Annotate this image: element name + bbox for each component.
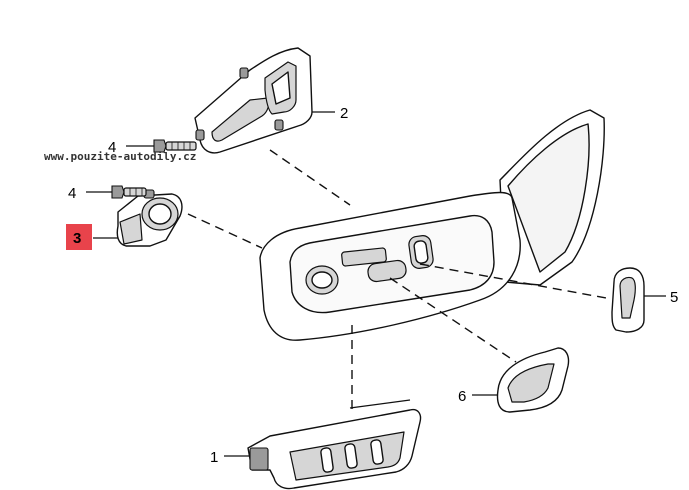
callout-5: 5: [670, 289, 678, 306]
watermark-text: www.pouzite-autodily.cz: [44, 150, 196, 163]
callout-3-highlight: [66, 224, 92, 250]
callout-4-lower: 4: [68, 185, 76, 202]
part-3-switch-housing: [116, 189, 183, 247]
part-6-rocker-cap: [496, 347, 570, 413]
callout-2: 2: [340, 105, 348, 122]
part-1-switch-block: [247, 399, 422, 490]
callout-4-upper: 4: [108, 139, 116, 156]
part-4-screw-lower: [86, 185, 147, 199]
callout-leaders: [93, 111, 666, 457]
seat-side-panel: [259, 109, 605, 341]
callout-1: 1: [210, 449, 218, 466]
assembly-lines: [187, 149, 607, 415]
callout-labels: 2 4 4 3 5 6 1: [66, 105, 678, 466]
callout-3: 3: [73, 230, 81, 247]
callout-6: 6: [458, 388, 466, 405]
part-4-screw-upper: [126, 139, 197, 153]
part-2-trim-cover: [194, 47, 313, 154]
part-5-knob-cap: [611, 267, 645, 333]
